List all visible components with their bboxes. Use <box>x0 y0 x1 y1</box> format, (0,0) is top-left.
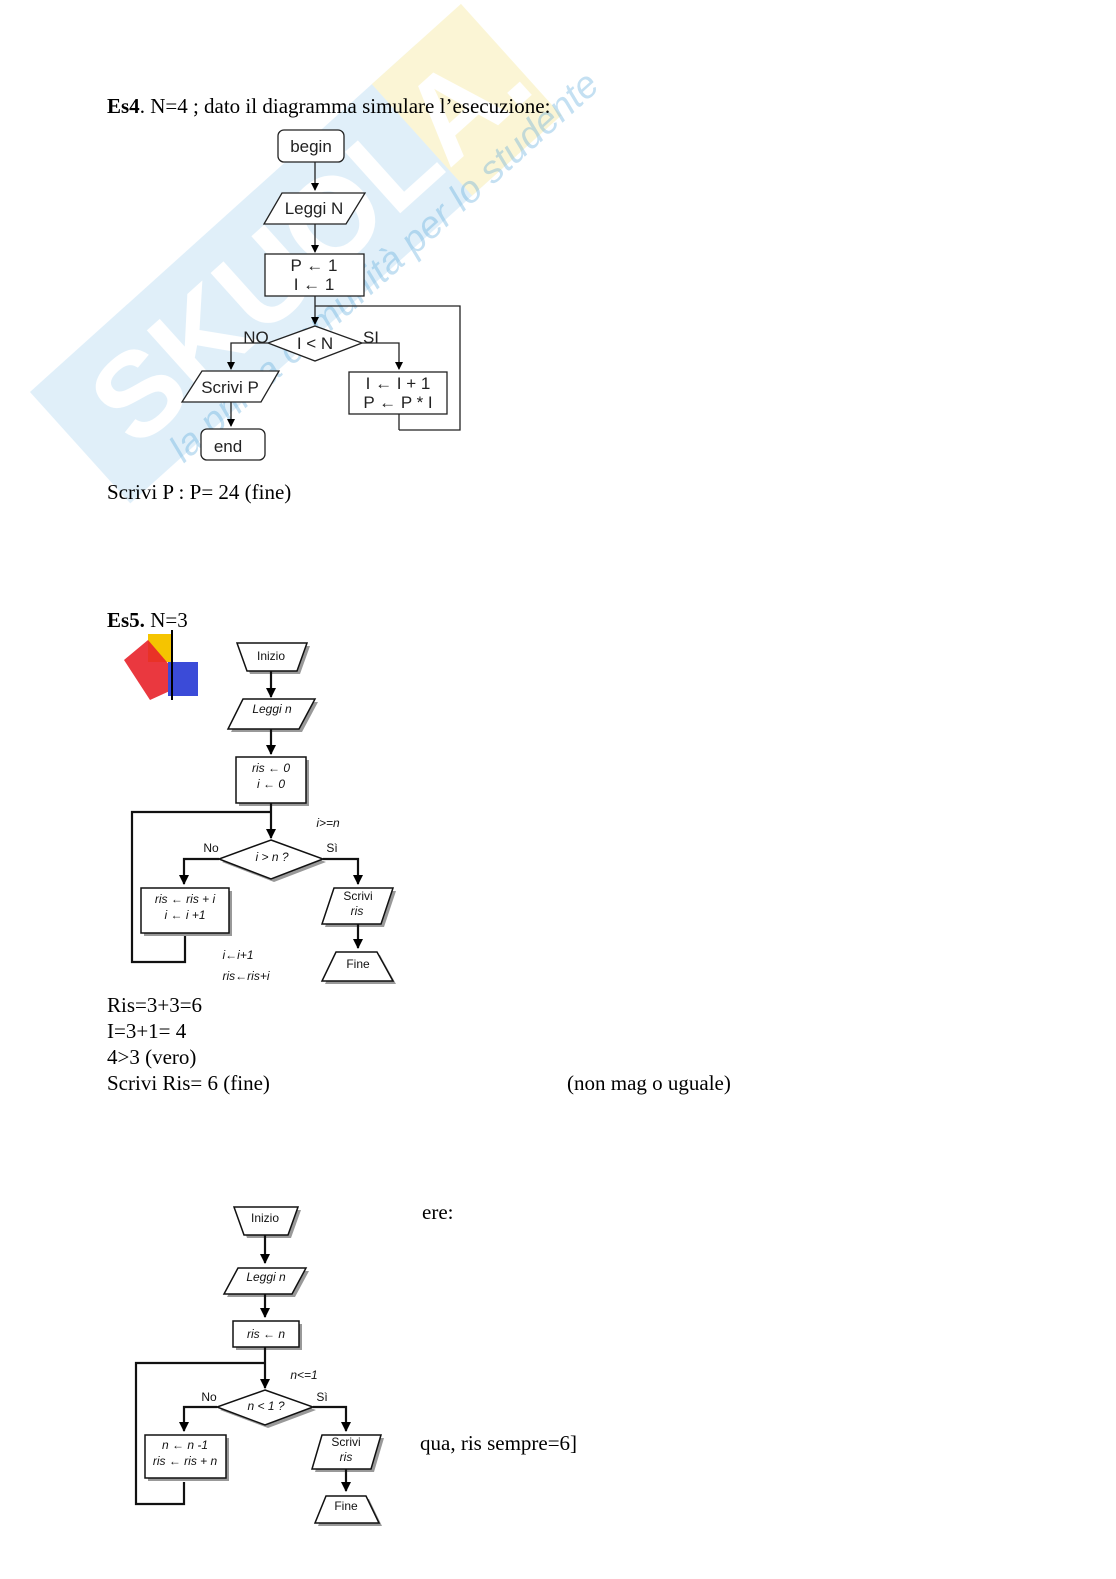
es6-note-cond: n<=1 <box>290 1368 317 1382</box>
es4-end-node <box>200 428 266 461</box>
es5-init-node <box>235 756 307 804</box>
es4-cond-label: I < N <box>297 334 333 353</box>
es5-corner-decoration <box>124 630 198 700</box>
es5-write-node <box>320 887 395 925</box>
es5-line-2: I=3+1= 4 <box>107 1019 187 1043</box>
es6-init-node <box>232 1320 300 1348</box>
es5-line-4: Scrivi Ris= 6 (fine) <box>107 1071 270 1095</box>
es6-loop-label-2: ris ← ris + n <box>153 1454 218 1468</box>
es6-loop-label-1: n ← n -1 <box>162 1438 208 1452</box>
es5-no-label: No <box>203 841 219 855</box>
es4-loop-label-1: I ← I + 1 <box>366 374 431 393</box>
es5-loop-label-1: ris ← ris + i <box>155 892 216 906</box>
es5-write-label-1: Scrivi <box>343 889 372 903</box>
es4-label: Es4 <box>107 94 140 118</box>
es4-cond-node <box>266 325 364 362</box>
es4-yes-label: SI <box>363 328 379 347</box>
es5-side-note: (non mag o uguale) <box>567 1071 731 1095</box>
es4-loop-label-2: P ← P * I <box>363 393 432 412</box>
es6-read-label: Leggi n <box>246 1270 286 1284</box>
es5-end-label: Fine <box>346 957 370 971</box>
es5-label: Es5. <box>107 608 145 632</box>
es5-write-label-2: ris <box>351 904 364 918</box>
es5-yes-label: Sì <box>326 841 337 855</box>
es5-line-1: Ris=3+3=6 <box>107 993 203 1017</box>
es5-start-node <box>235 642 309 672</box>
es4-write-label: Scrivi P <box>201 378 259 397</box>
es6-no-label: No <box>201 1390 217 1404</box>
es6-yes-label: Sì <box>316 1390 327 1404</box>
es5-statement: N=3 <box>144 608 188 632</box>
es6-partial-text-1: ere: <box>422 1200 454 1224</box>
es6-partial-text-2: qua, ris sempre=6] <box>420 1431 578 1455</box>
es6-write-label-1: Scrivi <box>331 1435 360 1449</box>
es6-start-label: Inizio <box>251 1211 279 1225</box>
es5-line-3: 4>3 (vero) <box>107 1045 197 1069</box>
es5-init-label-2: i ← 0 <box>257 777 285 791</box>
es5-end-node <box>320 951 395 982</box>
es6-read-node <box>222 1267 308 1295</box>
es4-end-label: end <box>214 437 242 456</box>
es4-heading: Es4. N=4 ; dato il diagramma simulare l’… <box>107 93 550 119</box>
es6-cond-node <box>214 1389 316 1426</box>
es4-init-label-1: P ← 1 <box>291 256 338 275</box>
es6-loop-node <box>144 1434 227 1479</box>
es4-result: Scrivi P : P= 24 (fine) <box>107 480 292 504</box>
es6-init-label: ris ← n <box>247 1327 285 1341</box>
es5-loop-label-2: i ← i +1 <box>164 908 205 922</box>
es5-note-2: ris←ris+i <box>223 969 270 983</box>
es4-loop-node <box>348 371 448 415</box>
es4-init-label-2: I ← 1 <box>294 275 335 294</box>
es5-init-label-1: ris ← 0 <box>252 761 290 775</box>
es4-begin-node <box>277 129 345 163</box>
es5-read-label: Leggi n <box>252 702 292 716</box>
es5-loop-node <box>140 887 230 934</box>
es4-read-node <box>262 192 367 225</box>
es5-start-label: Inizio <box>257 649 285 663</box>
es6-write-label-2: ris <box>340 1450 353 1464</box>
es5-note-cond: i>=n <box>316 816 340 830</box>
es6-end-label: Fine <box>334 1499 358 1513</box>
es4-write-node <box>180 370 281 403</box>
es6-end-node <box>313 1495 381 1524</box>
es5-heading: Es5. N=3 <box>107 607 188 633</box>
es6-cond-label: n < 1 ? <box>247 1399 284 1413</box>
es5-cond-label: i > n ? <box>255 850 288 864</box>
es6-start-node <box>232 1206 300 1236</box>
es4-begin-label: begin <box>290 137 332 156</box>
es4-statement: . N=4 ; dato il diagramma simulare l’ese… <box>139 94 551 118</box>
es6-write-node <box>310 1434 383 1470</box>
es5-note-1: i←i+1 <box>222 948 253 962</box>
es4-read-label: Leggi N <box>285 199 344 218</box>
es5-cond-node <box>216 839 326 880</box>
es4-no-label: NO <box>243 328 269 347</box>
es5-read-node <box>226 698 317 730</box>
es4-init-node <box>264 253 365 297</box>
